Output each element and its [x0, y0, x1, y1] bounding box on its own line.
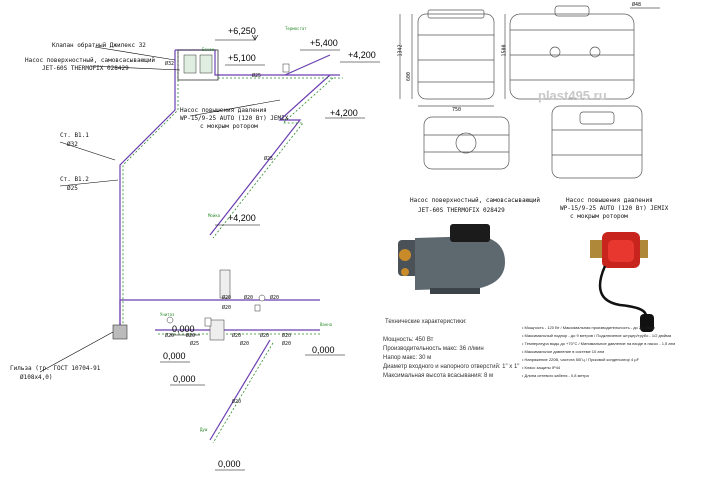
pump2-spec: • Длина сетевого кабеля - 0,8 метра	[522, 373, 589, 378]
check-valve-label: Клапан обратный Джилекс 32	[52, 42, 146, 49]
riser-main	[119, 50, 176, 330]
pipe-diameter: Ø20	[270, 295, 280, 301]
fixture-tag: Термостат	[285, 26, 307, 31]
pump2-spec: • Напряжение 220В, частота 50Гц / Пусков…	[522, 357, 640, 362]
pump2-spec: • Мощность - 120 Вт / Максимальная произ…	[522, 325, 656, 330]
branch-diag-low	[209, 339, 271, 441]
riser1-label: Ст. В1.1	[60, 132, 89, 139]
pump1-title-line1: Насос поверхностный, самовсасывающий	[410, 197, 541, 204]
sleeve-label-line1: Гильза (тр. ГОСТ 10704-91	[10, 365, 101, 372]
pipe-diameter: Ø32	[165, 61, 175, 67]
tank-top-view-a	[423, 116, 510, 170]
pump2-spec: • Максимальный подпор - до 9 метров / По…	[522, 333, 672, 338]
fixture-tag: Душ	[200, 427, 208, 432]
level-5100: +5,100	[228, 53, 256, 63]
pipe-diameter: Ø20	[186, 333, 196, 339]
pump2-title-line2: WP-15/9-25 AUTO (120 Вт) JEMIX	[560, 205, 669, 212]
pipe-diameter: Ø20	[260, 333, 270, 339]
tank-front-view	[417, 13, 495, 100]
spec-flow: Производительность макс: 36 л/мин	[383, 346, 484, 352]
pump2-label-line2: WP-15/9-25 AUTO (120 Вт) JEMIX	[180, 115, 289, 122]
pump1-label-line2: JET-60S THERMOFIX 028429	[42, 65, 129, 72]
dim-width: 750	[452, 107, 462, 113]
level-4200-b: +4,200	[330, 108, 358, 118]
level-0000-e: 0,000	[218, 459, 241, 469]
pump2-label-line3: с мокрым ротором	[200, 123, 258, 130]
fixture-tag: Унитаз	[160, 312, 175, 317]
branch-diag-mid	[209, 74, 331, 236]
dim-diameter: Ø48	[632, 2, 642, 8]
pump2-title-line3: с мокрым ротором	[570, 213, 628, 220]
spec-ports: Диаметр входного и напорного отверстий: …	[383, 364, 520, 370]
pump2-title-line1: Насос повышения давления	[566, 197, 653, 204]
pump2-spec: • Класс защиты IP44	[522, 365, 561, 370]
branch-ground	[119, 299, 320, 330]
pipe-diameter: Ø20	[282, 333, 292, 339]
fixture-tag: Ванна	[320, 322, 333, 327]
riser2-diameter: Ø25	[67, 185, 78, 192]
level-0000-b: 0,000	[163, 351, 186, 361]
pipe-diameter: Ø20	[165, 333, 175, 339]
level-6250: +6,250	[228, 26, 256, 36]
level-0000-d: 0,000	[172, 324, 195, 334]
pipe-diameter: Ø20	[282, 341, 292, 347]
tank-top-view-b	[551, 105, 643, 179]
fixture-tag: Мойка	[208, 213, 221, 218]
pump1-title-line2: JET-60S THERMOFIX 028429	[418, 207, 505, 214]
pump1-label-line1: Насос поверхностный, самовсасывающий	[25, 57, 156, 64]
fixture-tag: Бачок	[202, 47, 215, 52]
pump-tank-box	[177, 49, 219, 81]
pipe-diameter: Ø20	[222, 295, 232, 301]
level-0000-c: 0,000	[312, 345, 335, 355]
spec-head: Напор макс: 30 м	[383, 355, 432, 361]
pipe-diameter: Ø25	[252, 73, 262, 79]
pipe-diameter: Ø25	[190, 341, 200, 347]
branch-level-5400	[284, 54, 331, 76]
level-5400: +5,400	[310, 38, 338, 48]
sleeve-label-line2: Ø108х4,0)	[20, 374, 53, 381]
pipe-diameter: Ø20	[222, 305, 232, 311]
level-0000-a: 0,000	[173, 374, 196, 384]
tank-side-view	[509, 13, 635, 100]
watermark: plast495.ru	[538, 88, 607, 103]
pipe-diameter: Ø20	[244, 295, 254, 301]
level-4200-a: +4,200	[348, 50, 376, 60]
pipe-diameter: Ø25	[264, 156, 274, 162]
pipe-diameter: Ø20	[232, 333, 242, 339]
spec-power: Мощность: 450 Вт	[383, 337, 434, 343]
spec-suction: Максимальная высота всасывания: 8 м	[383, 373, 494, 379]
pump2-spec: • Максимальное давление в системе 10 атм	[522, 349, 605, 354]
pipe-diameter: Ø20	[232, 399, 242, 405]
pipe-diameter: Ø20	[240, 341, 250, 347]
pump2-spec: • Температура воды до +70°С / Минимально…	[522, 341, 676, 346]
specs-heading: Технические характеристики:	[385, 319, 467, 325]
pump2-label-line1: Насос повышения давления	[180, 107, 267, 114]
riser2-label: Ст. В1.2	[60, 176, 89, 183]
level-4200-c: +4,200	[228, 213, 256, 223]
riser1-diameter: Ø32	[67, 141, 78, 148]
